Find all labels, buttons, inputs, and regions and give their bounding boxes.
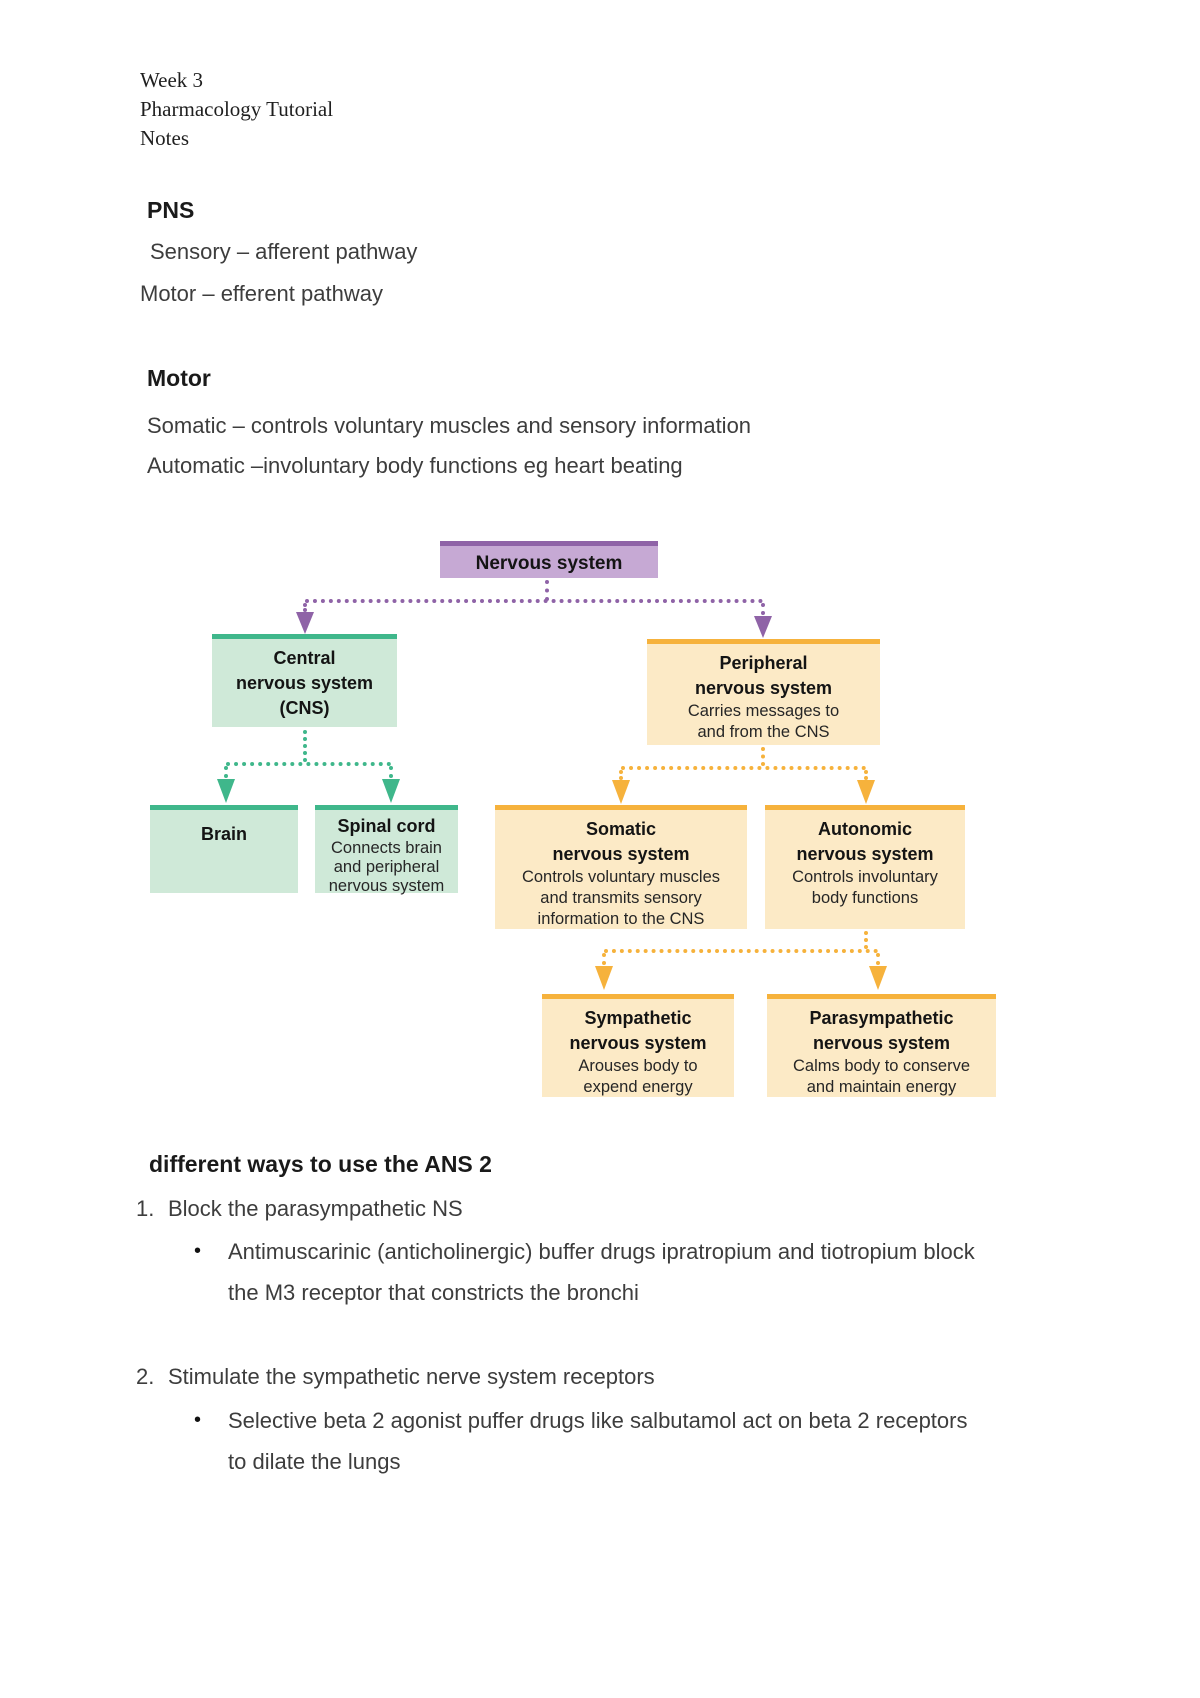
node-somatic-title: Somatic nervous system — [552, 819, 690, 864]
node-spinal-subtitle: Connects brain and peripheral nervous sy… — [328, 839, 445, 895]
connector-line — [303, 603, 307, 612]
node-spinal-title: Spinal cord — [337, 816, 436, 836]
node-parasympathetic-subtitle: Calms body to conserve and maintain ener… — [793, 1057, 970, 1096]
node-brain: Brain — [150, 805, 298, 893]
connector-arrow-down-icon — [595, 966, 613, 990]
connector-line — [761, 747, 765, 766]
connector-arrow-down-icon — [382, 779, 400, 803]
connector-line — [761, 603, 765, 615]
motor-line-automatic: Automatic –involuntary body functions eg… — [147, 453, 683, 478]
list-item-2-text: Stimulate the sympathetic nerve system r… — [168, 1364, 655, 1389]
bullet-icon: • — [194, 1240, 202, 1262]
node-brain-title: Brain — [200, 824, 247, 844]
node-peripheral-subtitle: Carries messages to and from the CNS — [687, 702, 840, 741]
connector-line — [303, 730, 307, 762]
connector-line — [224, 766, 228, 778]
node-nervous-system: Nervous system — [440, 541, 658, 578]
node-cns-title: Central nervous system (CNS) — [235, 648, 374, 718]
connector-line — [876, 953, 880, 965]
pns-line-motor: Motor – efferent pathway — [140, 281, 383, 306]
node-parasympathetic-title: Parasympathetic nervous system — [809, 1008, 954, 1053]
motor-line-somatic: Somatic – controls voluntary muscles and… — [147, 413, 752, 438]
ans-heading: different ways to use the ANS 2 — [149, 1151, 492, 1177]
pns-heading: PNS — [147, 197, 195, 223]
list-item-1-text: Block the parasympathetic NS — [168, 1196, 463, 1221]
bullet-icon: • — [194, 1409, 202, 1431]
doc-header: Week 3 Pharmacology Tutorial Notes — [140, 68, 334, 150]
node-central-nervous-system: Central nervous system (CNS) — [212, 634, 397, 727]
node-sympathetic-nervous-system: Sympathetic nervous system Arouses body … — [542, 994, 734, 1097]
node-autonomic-subtitle: Controls involuntary body functions — [792, 868, 938, 907]
node-parasympathetic-nervous-system: Parasympathetic nervous system Calms bod… — [767, 994, 996, 1097]
list-item-2-bullet-text: Selective beta 2 agonist puffer drugs li… — [228, 1408, 968, 1474]
node-peripheral-title: Peripheral nervous system — [694, 653, 833, 698]
connector-arrow-down-icon — [217, 779, 235, 803]
node-somatic-nervous-system: Somatic nervous system Controls voluntar… — [495, 805, 747, 929]
connector-line — [305, 599, 763, 603]
pns-line-sensory: Sensory – afferent pathway — [150, 239, 418, 264]
list-item-2-number: 2. — [136, 1364, 155, 1389]
node-peripheral-nervous-system: Peripheral nervous system Carries messag… — [647, 639, 880, 745]
connector-line — [602, 953, 606, 965]
connector-arrow-down-icon — [296, 612, 314, 634]
node-nervous-system-title: Nervous system — [475, 553, 623, 574]
node-spinal-cord: Spinal cord Connects brain and periphera… — [315, 805, 458, 895]
connector-arrow-down-icon — [612, 780, 630, 804]
connector-line — [619, 770, 623, 780]
list-item-1-number: 1. — [136, 1196, 155, 1221]
connector-line — [389, 766, 393, 778]
motor-heading: Motor — [147, 365, 211, 391]
node-somatic-subtitle: Controls voluntary muscles and transmits… — [521, 868, 721, 928]
connector-line — [545, 580, 549, 601]
connector-arrow-down-icon — [857, 780, 875, 804]
node-autonomic-title: Autonomic nervous system — [796, 819, 934, 864]
connector-line — [864, 770, 868, 780]
connector-line — [864, 931, 868, 949]
list-item-1-bullet-text: Antimuscarinic (anticholinergic) buffer … — [228, 1239, 975, 1305]
connector-line — [621, 766, 866, 770]
connector-line — [604, 949, 878, 953]
node-sympathetic-subtitle: Arouses body to expend energy — [578, 1057, 698, 1096]
connector-line — [226, 762, 391, 766]
node-autonomic-nervous-system: Autonomic nervous system Controls involu… — [765, 805, 965, 929]
connector-arrow-down-icon — [869, 966, 887, 990]
node-sympathetic-title: Sympathetic nervous system — [569, 1008, 707, 1053]
connector-arrow-down-icon — [754, 616, 772, 638]
